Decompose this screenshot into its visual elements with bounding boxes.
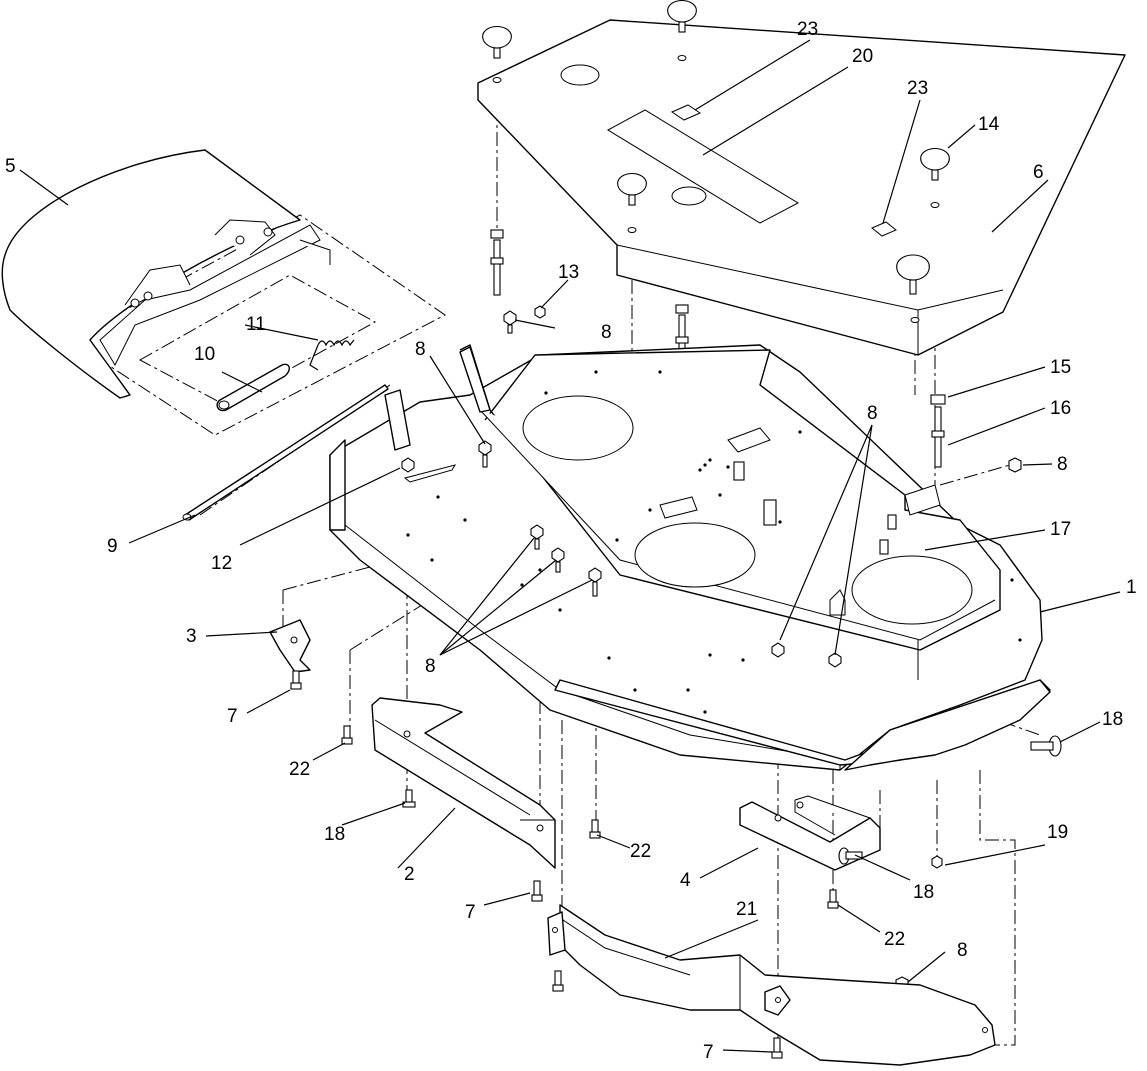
callout-20: 20 — [852, 46, 873, 67]
callout-22c: 22 — [884, 929, 905, 950]
callout-labels: 1 2 3 4 5 6 7 7 7 8 8 8 8 8 8 9 10 11 12… — [5, 19, 1137, 1063]
cover-knobs — [482, 0, 950, 295]
callout-5: 5 — [5, 156, 16, 177]
callout-16: 16 — [1050, 398, 1071, 419]
callout-8a: 8 — [601, 322, 612, 343]
callout-15: 15 — [1050, 357, 1071, 378]
callout-8e: 8 — [425, 656, 436, 677]
callout-23b: 23 — [907, 78, 928, 99]
callout-8b: 8 — [415, 339, 426, 360]
callout-11: 11 — [246, 314, 266, 335]
callout-12: 12 — [211, 553, 232, 574]
callout-22a: 22 — [289, 759, 310, 780]
deck-nuts — [401, 305, 1022, 992]
callout-21: 21 — [736, 899, 757, 920]
callout-8d: 8 — [867, 403, 878, 424]
callout-leaders — [19, 39, 1121, 1053]
front-baffle — [371, 697, 556, 869]
callout-6: 6 — [1033, 162, 1044, 183]
callout-8c: 8 — [1057, 454, 1068, 475]
callout-3: 3 — [186, 626, 197, 647]
callout-18c: 18 — [324, 824, 345, 845]
callout-7b: 7 — [465, 902, 476, 923]
side-cover — [1, 149, 331, 399]
deck-cover — [477, 19, 1126, 356]
callout-4: 4 — [680, 870, 691, 891]
bracket-part3 — [269, 619, 311, 673]
callout-9: 9 — [107, 536, 118, 557]
callout-7c: 7 — [703, 1042, 714, 1063]
callout-2: 2 — [404, 864, 415, 885]
callout-7a: 7 — [227, 706, 238, 727]
callout-1: 1 — [1126, 577, 1137, 598]
bolts — [290, 670, 1062, 1059]
callout-10: 10 — [194, 344, 215, 365]
callout-14: 14 — [978, 114, 1000, 135]
callout-18a: 18 — [1102, 709, 1123, 730]
cover-spring — [309, 339, 355, 371]
rear-baffle — [547, 904, 996, 1066]
mower-deck — [329, 344, 1051, 771]
callout-13: 13 — [558, 262, 579, 283]
callout-17: 17 — [1050, 519, 1071, 540]
callout-19: 19 — [1047, 822, 1068, 843]
callout-8f: 8 — [957, 940, 968, 961]
callout-22b: 22 — [630, 841, 651, 862]
callout-23a: 23 — [797, 19, 818, 40]
callout-18b: 18 — [913, 882, 934, 903]
